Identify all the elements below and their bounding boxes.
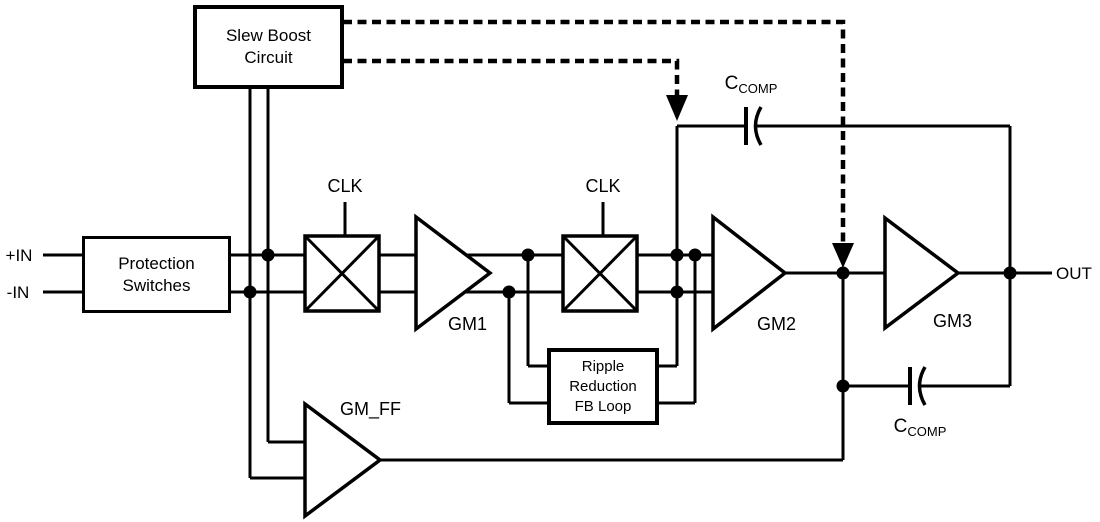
- dashed-arrowhead-2: [666, 95, 688, 121]
- ccomp-bottom-subscript-text: COMP: [907, 424, 947, 439]
- gm1-label: GM1: [448, 314, 488, 334]
- ccomp-bottom-label: CCOMP: [874, 416, 966, 440]
- gm3-amplifier-symbol: [883, 214, 961, 332]
- protection-label-line2: Switches: [122, 275, 191, 295]
- ripple-label-line2: Reduction: [569, 377, 637, 395]
- slew-boost-label-line1: Slew Boost: [225, 26, 312, 45]
- slew-boost-dashed-path-1: [343, 19, 846, 246]
- ccomp-bottom-symbol-text: C: [893, 416, 908, 437]
- chopper-switch-2-symbol: [561, 234, 639, 313]
- junction-dots: [243, 248, 1017, 393]
- protection-switches-block: Protection Switches: [82, 236, 231, 313]
- ccomp-top-capacitor-symbol: [744, 106, 763, 146]
- ccomp-bottom-capacitor-symbol: [908, 366, 927, 406]
- ripple-label-line3: FB Loop: [574, 397, 632, 415]
- input-negative-label: -IN: [6, 283, 30, 302]
- ccomp-top-label: CCOMP: [705, 73, 797, 97]
- clk2-label: CLK: [585, 176, 621, 196]
- protection-label-line1: Protection: [118, 253, 195, 273]
- slew-boost-circuit-block: Slew Boost Circuit: [193, 5, 344, 89]
- clk1-label: CLK: [327, 176, 363, 196]
- slew-boost-dashed-path-2: [343, 58, 680, 98]
- input-positive-label: +IN: [5, 246, 33, 265]
- gm2-amplifier-symbol: [711, 213, 788, 333]
- output-label: OUT: [1056, 264, 1092, 283]
- chopper-switch-1-symbol: [303, 234, 381, 313]
- ripple-reduction-fb-loop-block: Ripple Reduction FB Loop: [547, 348, 659, 425]
- ripple-label-line1: Ripple: [581, 357, 625, 375]
- gm3-label: GM3: [933, 311, 973, 331]
- gm1-amplifier-symbol: [414, 213, 493, 333]
- gmff-amplifier-symbol: [303, 400, 383, 520]
- gm2-label: GM2: [757, 314, 797, 334]
- slew-boost-label-line2: Circuit: [244, 48, 293, 67]
- dashed-arrowhead-1: [832, 243, 854, 268]
- ccomp-top-symbol-text: C: [724, 73, 739, 94]
- ccomp-top-subscript-text: COMP: [738, 81, 778, 96]
- gmff-label: GM_FF: [340, 399, 401, 419]
